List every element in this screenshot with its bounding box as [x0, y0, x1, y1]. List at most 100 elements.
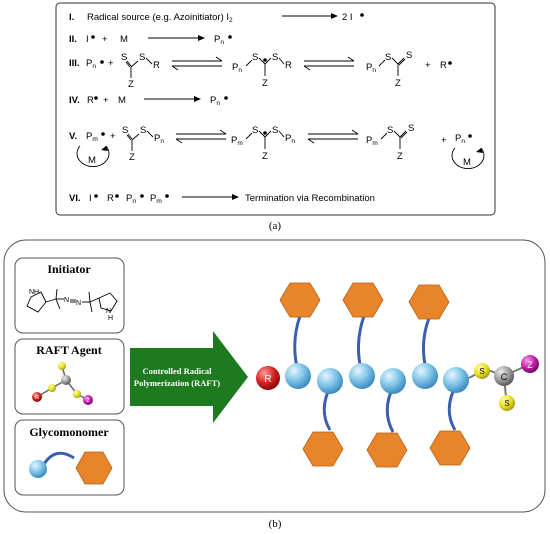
- step-1-text: Radical source (e.g. Azoinitiator) I2: [87, 12, 233, 24]
- r-end-group-label: R: [264, 374, 271, 385]
- monomer-bead: [285, 363, 311, 389]
- step-3-number: III.: [69, 58, 80, 69]
- radical-dot: [165, 194, 169, 198]
- svg-text:Pm: Pm: [366, 135, 378, 147]
- svg-text:R: R: [153, 60, 160, 71]
- propagation-loop-left: M: [76, 145, 110, 168]
- propagation-loop-right: M: [451, 147, 485, 170]
- step-2-product: Pn: [214, 34, 224, 46]
- sugar-hexagon: [408, 284, 450, 320]
- monomer-bead: [443, 367, 469, 393]
- step-4-number: IV.: [69, 95, 80, 106]
- step-5-plus-2: +: [441, 135, 447, 146]
- initiator-box: [14, 257, 125, 334]
- intermediate-radical-v-structure: Pm S Z S Pn: [231, 125, 295, 162]
- svg-text:H: H: [108, 315, 113, 322]
- radical-dot: [224, 96, 228, 100]
- step-2-arrowhead: [198, 35, 205, 41]
- s-thione-label: S: [504, 399, 509, 408]
- radical-dot: [100, 60, 104, 64]
- sugar-hexagon: [366, 432, 408, 468]
- svg-text:R: R: [285, 60, 292, 71]
- step-3-leaving-radical: R: [440, 60, 447, 71]
- svg-text:S: S: [387, 125, 393, 136]
- svg-text:S: S: [385, 52, 391, 63]
- svg-text:S: S: [121, 52, 127, 63]
- svg-text:S: S: [140, 125, 146, 136]
- glycopolymer-model: R S C Z S: [256, 282, 539, 468]
- step-5-number: V.: [69, 131, 77, 142]
- step-3-radical: Pn: [86, 58, 96, 70]
- monomer-bead: [380, 368, 406, 394]
- svg-text:S: S: [252, 52, 258, 63]
- svg-text:Pm: Pm: [231, 135, 243, 147]
- svg-text:S: S: [406, 50, 412, 61]
- radical-dot: [101, 132, 105, 136]
- radical-dot: [94, 96, 98, 100]
- step-6-species-3: Pn: [126, 193, 136, 205]
- step-3-plus-2: +: [425, 60, 431, 71]
- radical-dot: [228, 35, 232, 39]
- svg-text:S: S: [272, 52, 278, 63]
- panel-a-mechanism: I. Radical source (e.g. Azoinitiator) I2…: [55, 2, 496, 216]
- svg-text:S: S: [408, 123, 414, 134]
- equilibrium-arrow: [171, 56, 223, 71]
- svg-text:S: S: [252, 125, 258, 136]
- svg-text:S: S: [122, 125, 128, 136]
- initiator-title: Initiator: [47, 262, 91, 276]
- arrow-text-line-2: Polymerization (RAFT): [134, 378, 220, 388]
- step-4-product: Pn: [210, 95, 220, 107]
- svg-text:S: S: [272, 125, 278, 136]
- glycomonomer-model: [29, 451, 113, 485]
- svg-text:Z: Z: [395, 78, 401, 89]
- equilibrium-arrow: [307, 129, 359, 144]
- svg-text:Z: Z: [86, 398, 89, 404]
- s-thione-bead: [499, 395, 515, 411]
- step-2-plus: +: [102, 34, 108, 45]
- c-atom-bead: [494, 366, 514, 386]
- s-atom-label: S: [479, 367, 484, 376]
- equilibrium-arrow: [175, 129, 227, 144]
- svg-text:Z: Z: [129, 152, 135, 163]
- panel-a-frame: [55, 2, 496, 216]
- sugar-hexagon: [342, 282, 384, 318]
- radical-dot: [448, 61, 452, 65]
- svg-text:M: M: [463, 157, 471, 168]
- svg-text:Z: Z: [262, 78, 268, 89]
- step-4-arrowhead: [194, 96, 201, 102]
- raft-agent-title: RAFT Agent: [36, 343, 101, 357]
- step-1-product: 2 I: [342, 12, 353, 23]
- svg-text:NH: NH: [29, 289, 39, 296]
- radical-dot: [91, 35, 95, 39]
- r-end-group: [256, 366, 280, 390]
- radical-dot: [140, 194, 144, 198]
- equilibrium-arrow: [303, 56, 355, 71]
- svg-text:Z: Z: [397, 151, 403, 162]
- svg-text:Pn: Pn: [154, 133, 164, 145]
- step-5-plus: +: [110, 131, 116, 142]
- glycomonomer-title: Glycomonomer: [29, 425, 109, 439]
- arrow-text-line-1: Controlled Radical: [142, 366, 212, 376]
- step-6-species-1: I: [89, 193, 92, 204]
- step-5-radical: Pm: [86, 131, 98, 143]
- svg-text:Pn: Pn: [366, 62, 376, 74]
- step-2-number: II.: [69, 34, 77, 45]
- monomer-bead: [317, 368, 343, 394]
- step-2-initiator: I: [86, 34, 89, 45]
- dormant-chain-structure: Pn S Z S: [366, 50, 412, 89]
- sugar-hexagon: [429, 430, 471, 466]
- c-atom-label: C: [501, 372, 508, 382]
- z-group-bead: [521, 355, 539, 373]
- monomer-bead: [349, 363, 375, 389]
- svg-text:N: N: [106, 308, 111, 315]
- raft-agent-structure: S Z S R: [121, 52, 160, 90]
- svg-text:M: M: [88, 155, 96, 166]
- radical-dot: [468, 134, 472, 138]
- svg-text:R: R: [35, 395, 39, 401]
- step-6-result: Termination via Recombination: [245, 193, 375, 204]
- panel-b-schematic: Initiator NH N N H N RAFT Agent: [3, 239, 546, 513]
- step-4-plus: +: [103, 95, 109, 106]
- step-1-number: I.: [69, 12, 74, 23]
- step-5-released-radical: Pn: [455, 133, 465, 145]
